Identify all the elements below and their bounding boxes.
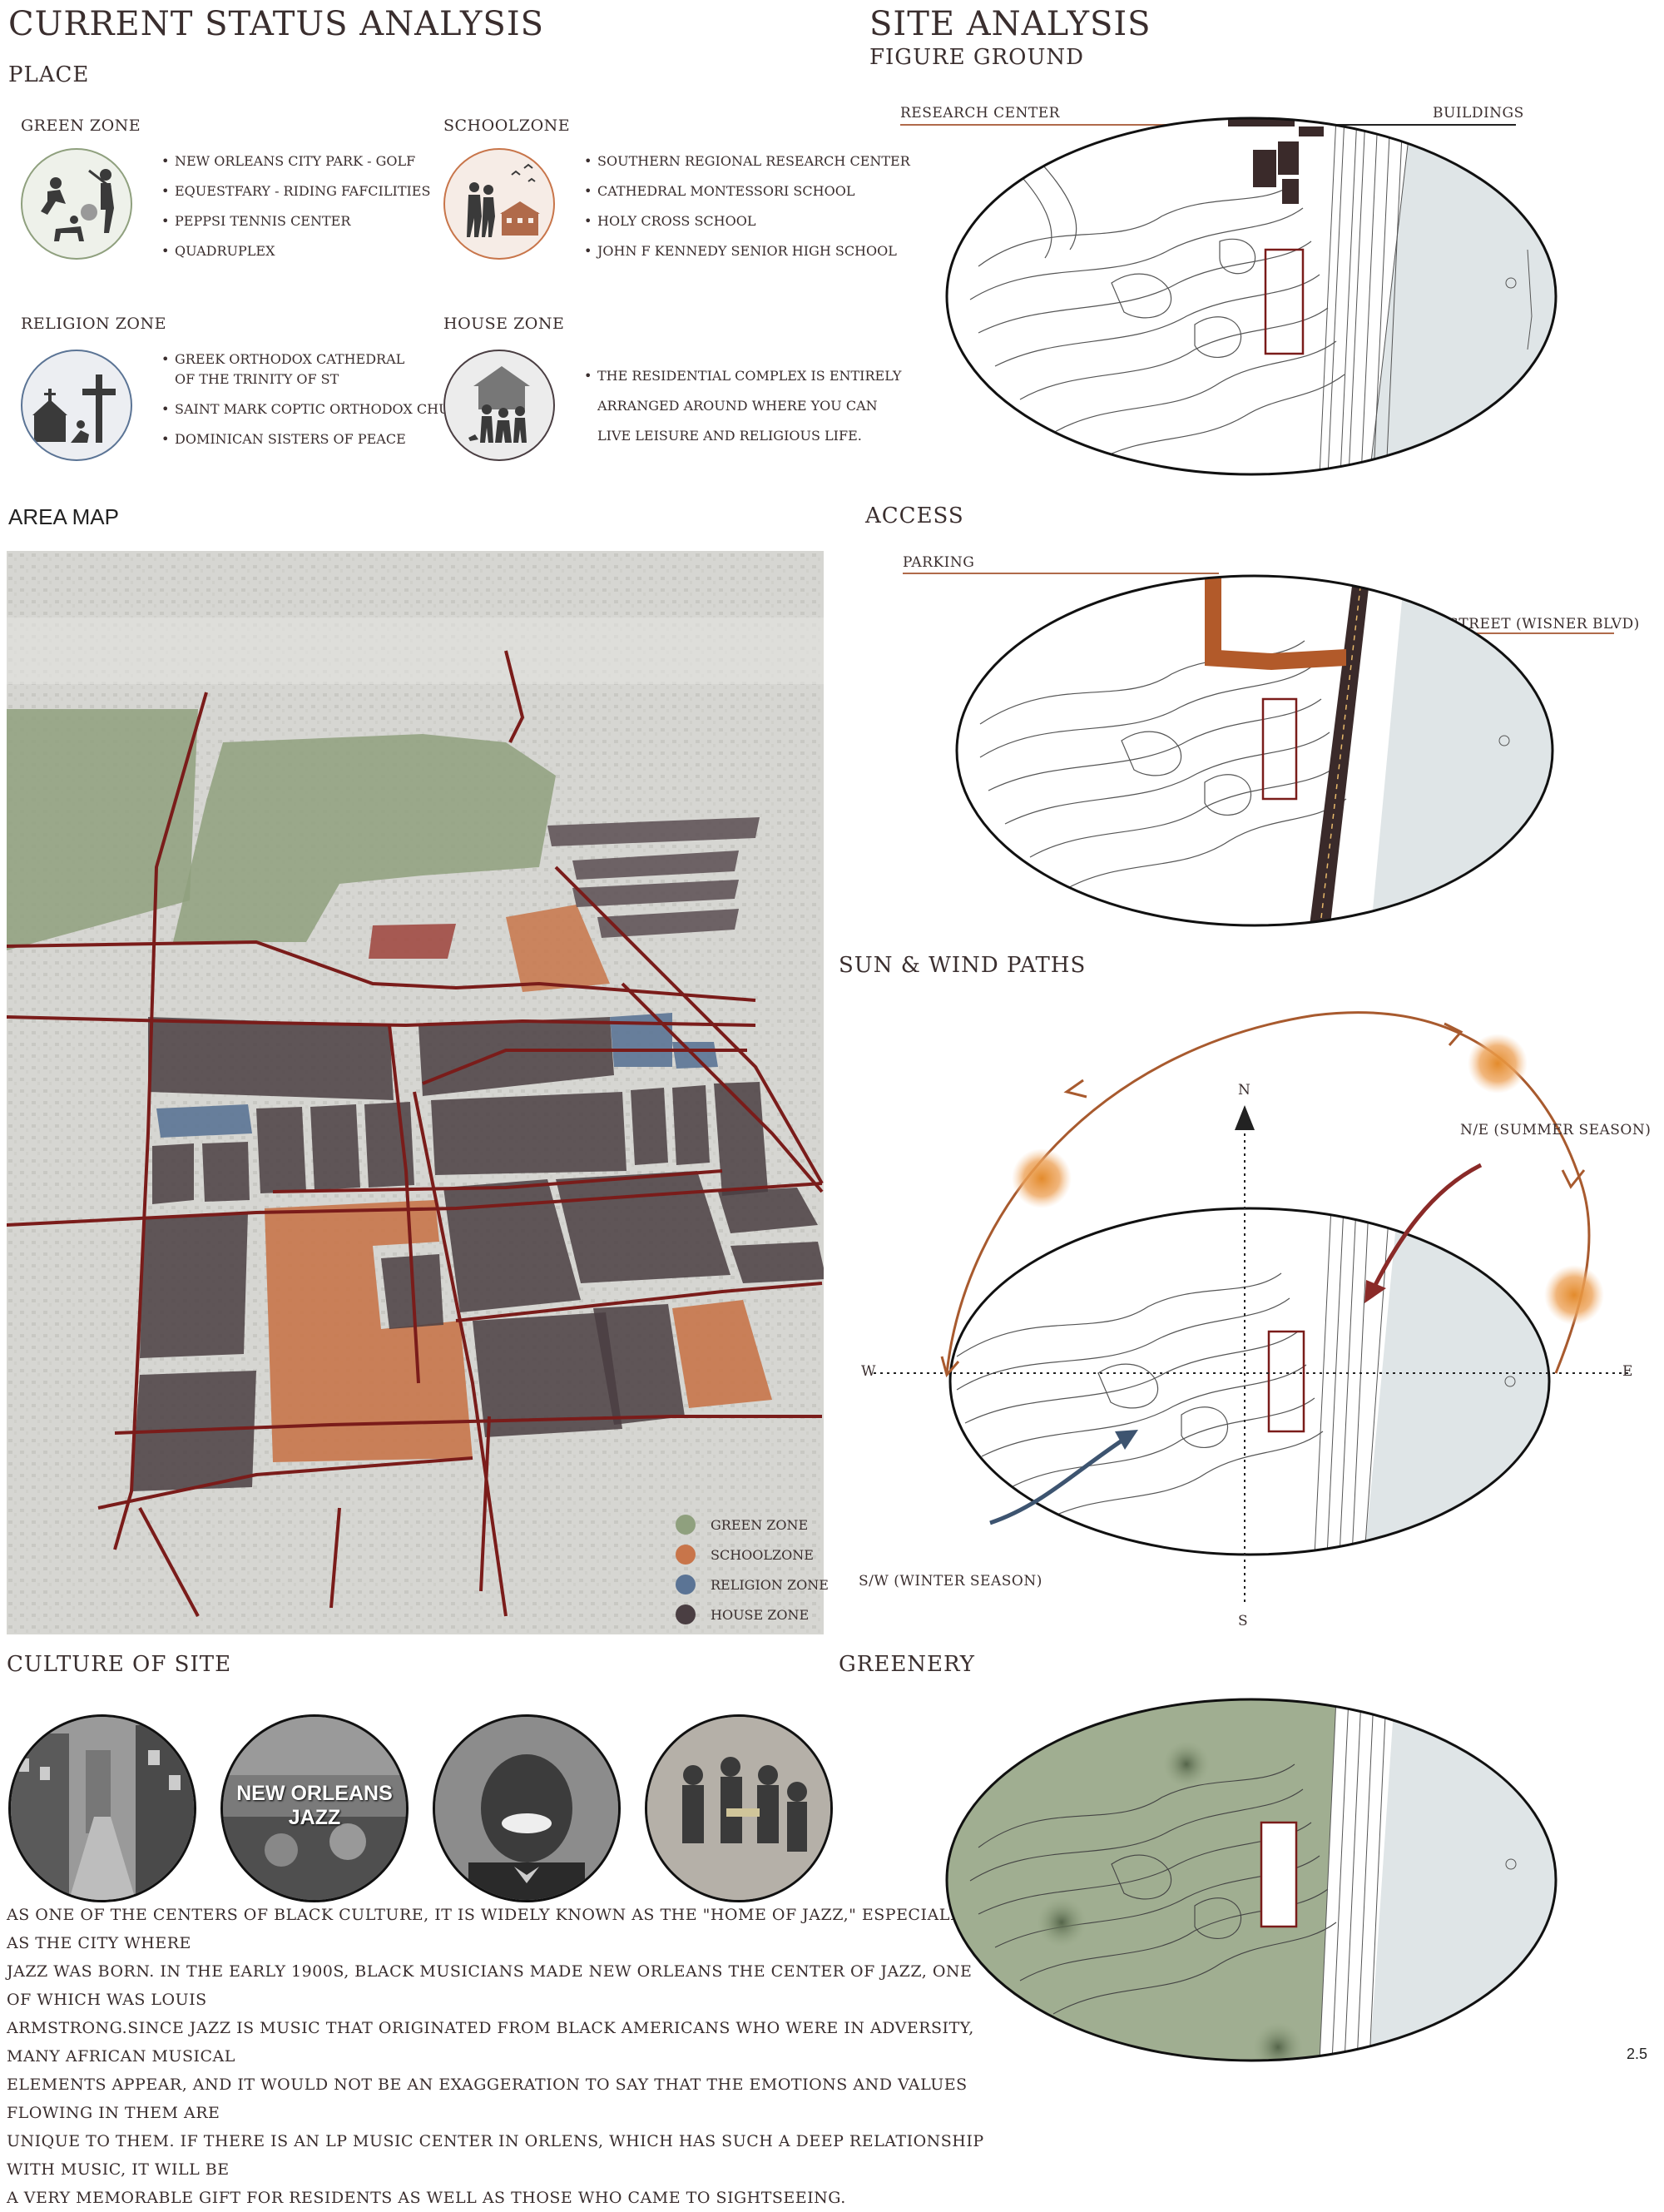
culture-title: CULTURE OF SITE: [7, 1652, 232, 1677]
desc-line: ARRANGED AROUND WHERE YOU CAN: [597, 398, 878, 414]
church-icon: [21, 350, 132, 461]
list-item: SAINT MARK COPTIC ORTHODOX CHURCH: [161, 394, 482, 424]
legend-item: GREEN ZONE: [676, 1510, 829, 1540]
house-zone-area: [418, 1017, 614, 1096]
louis-armstrong-photo: [433, 1714, 621, 1902]
parking-leader: [903, 573, 1219, 574]
legend-item: RELIGION ZONE: [676, 1570, 829, 1599]
street-photo: [8, 1714, 196, 1902]
greenery-title: GREENERY: [839, 1652, 975, 1677]
bullet: •: [584, 368, 592, 384]
list-item: PEPPSI TENNIS CENTER: [161, 206, 430, 236]
east-label: E: [1622, 1363, 1633, 1380]
school-zone-list: SOUTHERN REGIONAL RESEARCH CENTER CATHED…: [581, 146, 910, 266]
area-map[interactable]: [7, 551, 824, 1634]
house-zone-description: • THE RESIDENTIAL COMPLEX IS ENTIRELY AR…: [581, 361, 901, 451]
green-zone-list: NEW ORLEANS CITY PARK - GOLF EQUESTFARY …: [158, 146, 430, 266]
green-zone-area: [173, 734, 556, 942]
list-item: SOUTHERN REGIONAL RESEARCH CENTER: [584, 146, 910, 176]
list-item: NEW ORLEANS CITY PARK - GOLF: [161, 146, 430, 176]
sun-wind-diagram[interactable]: [849, 990, 1647, 1648]
green-zone-title: GREEN ZONE: [21, 117, 141, 135]
north-label: N: [1238, 1082, 1251, 1099]
west-label: W: [861, 1363, 876, 1380]
legend-label: RELIGION ZONE: [711, 1576, 829, 1593]
house-zone-area: [148, 1017, 394, 1100]
list-item: GREEK ORTHODOX CATHEDRAL: [161, 350, 482, 369]
school-zone-area: [672, 1300, 772, 1408]
legend-label: HOUSE ZONE: [711, 1606, 810, 1623]
family-icon: [443, 350, 555, 461]
legend-item: HOUSE ZONE: [676, 1599, 829, 1629]
list-item: EQUESTFARY - RIDING FAFCILITIES: [161, 176, 430, 206]
access-map[interactable]: [955, 574, 1554, 927]
house-zone-title: HOUSE ZONE: [443, 315, 565, 333]
religion-zone-area: [156, 1104, 252, 1138]
paragraph-line: AS ONE OF THE CENTERS OF BLACK CULTURE, …: [7, 1906, 971, 1952]
jazz-band-photo: [645, 1714, 833, 1902]
list-item: QUADRUPLEX: [161, 236, 430, 266]
legend-label: SCHOOLZONE: [711, 1546, 814, 1563]
culture-paragraph: AS ONE OF THE CENTERS OF BLACK CULTURE, …: [7, 1901, 988, 2212]
legend-item: SCHOOLZONE: [676, 1540, 829, 1570]
school-zone-area: [506, 905, 610, 992]
paragraph-line: JAZZ WAS BORN. IN THE EARLY 1900S, BLACK…: [7, 1962, 973, 2009]
paragraph-line: ELEMENTS APPEAR, AND IT WOULD NOT BE AN …: [7, 2076, 968, 2122]
legend-swatch: [676, 1604, 696, 1624]
right-subtitle: FIGURE GROUND: [869, 45, 1084, 70]
green-zone-area: [7, 709, 198, 950]
list-item: DOMINICAN SISTERS OF PEACE: [161, 424, 482, 454]
left-title: CURRENT STATUS ANALYSIS: [8, 5, 545, 43]
paragraph-line: UNIQUE TO THEM. IF THERE IS AN LP MUSIC …: [7, 2132, 984, 2179]
religion-zone-area: [610, 1013, 672, 1067]
legend-swatch: [676, 1575, 696, 1595]
school-zone-area: [369, 924, 456, 959]
list-item: HOLY CROSS SCHOOL: [584, 206, 910, 236]
area-map-legend: GREEN ZONE SCHOOLZONE RELIGION ZONE HOUS…: [676, 1510, 829, 1629]
school-zone-area: [265, 1200, 473, 1462]
sun-wind-title: SUN & WIND PATHS: [839, 953, 1087, 978]
summer-wind-label: N/E (SUMMER SEASON): [1460, 1122, 1652, 1138]
legend-label: GREEN ZONE: [711, 1516, 809, 1533]
place-heading: PLACE: [8, 62, 90, 87]
jazz-poster-photo: NEW ORLEANS JAZZ: [220, 1714, 409, 1902]
buildings-label: BUILDINGS: [1433, 105, 1524, 122]
south-label: S: [1238, 1613, 1249, 1629]
page-number: 2.5: [1627, 2046, 1648, 2062]
paragraph-line: ARMSTRONG.SINCE JAZZ IS MUSIC THAT ORIGI…: [7, 2019, 974, 2066]
religion-zone-title: RELIGION ZONE: [21, 315, 166, 333]
desc-line: LIVE LEISURE AND RELIGIOUS LIFE.: [597, 428, 862, 444]
paragraph-line: A VERY MEMORABLE GIFT FOR RESIDENTS AS W…: [7, 2189, 846, 2207]
religion-zone-list: GREEK ORTHODOX CATHEDRAL OF THE TRINITY …: [158, 350, 482, 454]
figure-ground-map[interactable]: [945, 117, 1558, 476]
golf-icon: [21, 148, 132, 260]
access-title: ACCESS: [865, 503, 964, 528]
list-item: JOHN F KENNEDY SENIOR HIGH SCHOOL: [584, 236, 910, 266]
research-center-label: RESEARCH CENTER: [900, 105, 1060, 122]
desc-line: THE RESIDENTIAL COMPLEX IS ENTIRELY: [597, 368, 902, 384]
greenery-map[interactable]: [945, 1698, 1558, 2062]
school-zone-title: SCHOOLZONE: [443, 117, 571, 135]
area-map-title: AREA MAP: [8, 504, 119, 529]
legend-swatch: [676, 1545, 696, 1565]
winter-wind-label: S/W (WINTER SEASON): [859, 1573, 1042, 1590]
jazz-poster-text: NEW ORLEANS JAZZ: [236, 1782, 393, 1829]
right-title: SITE ANALYSIS: [869, 5, 1151, 43]
list-item: CATHEDRAL MONTESSORI SCHOOL: [584, 176, 910, 206]
list-item-continued: OF THE TRINITY OF ST: [175, 371, 339, 387]
legend-swatch: [676, 1515, 696, 1535]
list-item: OF THE TRINITY OF ST: [175, 369, 482, 389]
school-icon: [443, 148, 555, 260]
parking-label: PARKING: [903, 554, 975, 571]
